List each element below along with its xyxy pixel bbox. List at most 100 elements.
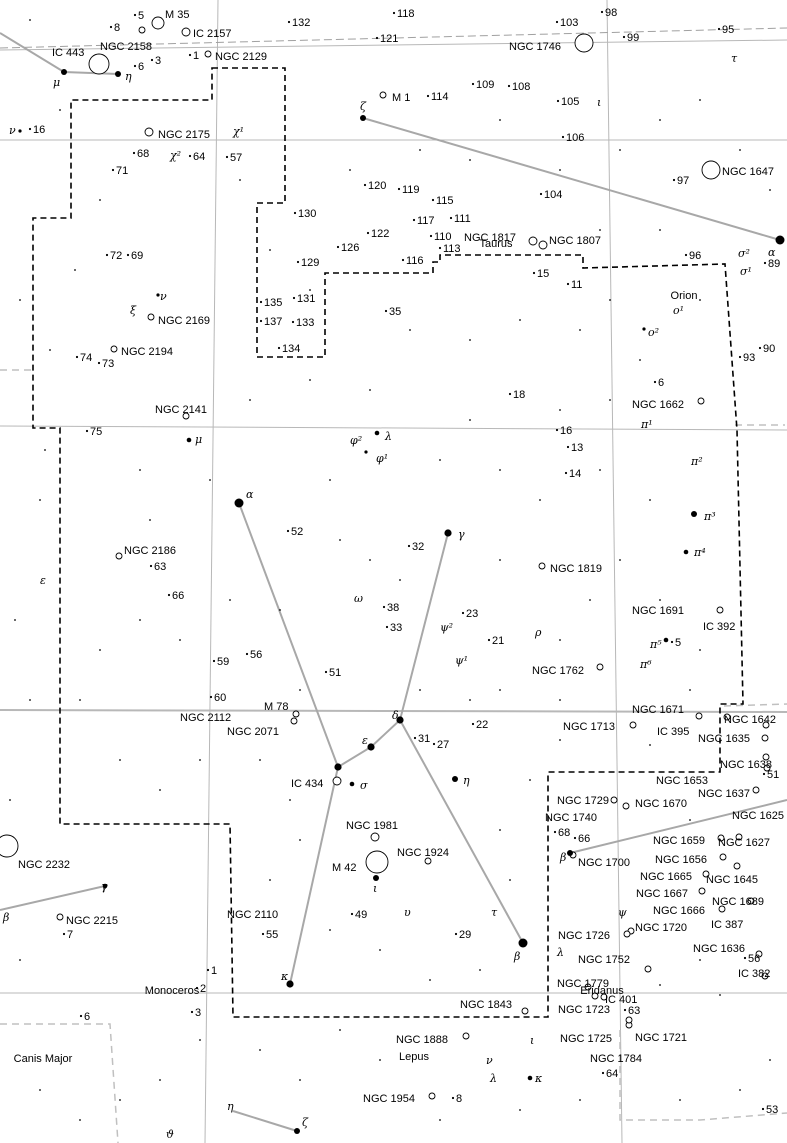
dso-marker bbox=[56, 913, 64, 921]
dso-label: IC 387 bbox=[711, 919, 743, 931]
star-number-label: 133 bbox=[296, 317, 314, 329]
star-number-label: 1 bbox=[193, 50, 199, 62]
star-marker bbox=[97, 361, 101, 365]
star-marker bbox=[349, 781, 355, 787]
star-number-label: 16 bbox=[33, 124, 45, 136]
star-number-label: 16 bbox=[560, 425, 572, 437]
dso-label: NGC 1713 bbox=[563, 721, 615, 733]
field-star bbox=[229, 599, 231, 601]
field-star bbox=[99, 199, 101, 201]
dso-label: NGC 1665 bbox=[640, 871, 692, 883]
star-marker bbox=[85, 429, 89, 433]
dso-marker bbox=[763, 764, 771, 772]
dso-marker bbox=[151, 16, 165, 30]
star-marker bbox=[28, 127, 32, 131]
field-star bbox=[139, 469, 141, 471]
star-marker bbox=[156, 293, 160, 297]
dso-label: NGC 1762 bbox=[532, 665, 584, 677]
star-number-label: 6 bbox=[138, 61, 144, 73]
dso-label: NGC 1637 bbox=[698, 788, 750, 800]
star-marker bbox=[566, 282, 570, 286]
star-label: η bbox=[227, 1100, 234, 1113]
field-star bbox=[659, 119, 661, 121]
star-label: ζ bbox=[302, 1116, 309, 1129]
star-number-label: 8 bbox=[456, 1093, 462, 1105]
dso-label: IC 434 bbox=[291, 778, 323, 790]
dso-label: NGC 2215 bbox=[66, 915, 118, 927]
star-number-label: 3 bbox=[155, 55, 161, 67]
stars bbox=[9, 10, 785, 1134]
star-number-label: 111 bbox=[454, 213, 471, 225]
star-marker bbox=[375, 36, 379, 40]
star-number-label: 59 bbox=[217, 656, 229, 668]
field-star bbox=[499, 469, 501, 471]
star-marker bbox=[553, 830, 557, 834]
dso-label: NGC 1843 bbox=[460, 999, 512, 1011]
dso-label: NGC 1662 bbox=[632, 399, 684, 411]
star-marker bbox=[259, 300, 263, 304]
star-label: β bbox=[513, 950, 520, 963]
dso-label: NGC 1779 bbox=[557, 978, 609, 990]
star-label: ψ bbox=[618, 906, 627, 919]
star-number-label: 53 bbox=[766, 1104, 778, 1116]
field-star bbox=[649, 744, 651, 746]
star-marker bbox=[487, 638, 491, 642]
dso-marker bbox=[428, 1092, 436, 1100]
star-label: γ bbox=[458, 528, 465, 541]
star-marker bbox=[527, 1075, 533, 1081]
star-number-label: 90 bbox=[763, 343, 775, 355]
field-star bbox=[29, 699, 31, 701]
star-number-label: 21 bbox=[492, 635, 504, 647]
dso-label: NGC 1817 bbox=[464, 232, 516, 244]
field-star bbox=[739, 1089, 741, 1091]
star-marker bbox=[286, 980, 294, 988]
dso-marker bbox=[144, 127, 154, 137]
star-marker bbox=[367, 743, 375, 751]
star-number-label: 3 bbox=[195, 1007, 201, 1019]
field-star bbox=[369, 559, 371, 561]
star-number-label: 1 bbox=[211, 965, 217, 977]
star-label: ι bbox=[530, 1034, 534, 1047]
field-star bbox=[589, 599, 591, 601]
dso-label: NGC 1700 bbox=[578, 857, 630, 869]
dso-marker bbox=[695, 712, 703, 720]
taurus-line bbox=[362, 117, 781, 241]
dso-label: NGC 2169 bbox=[158, 315, 210, 327]
field-star bbox=[239, 179, 241, 181]
star-marker bbox=[449, 216, 453, 220]
dso-marker bbox=[723, 713, 731, 721]
star-number-label: 116 bbox=[406, 255, 424, 267]
dso-label: NGC 1689 bbox=[712, 896, 764, 908]
orion-boundary bbox=[32, 67, 744, 1018]
field-star bbox=[299, 689, 301, 691]
dso-label: NGC 2112 bbox=[180, 712, 231, 724]
star-label: χ¹ bbox=[232, 125, 244, 138]
star-marker bbox=[195, 986, 199, 990]
star-number-label: 129 bbox=[301, 257, 319, 269]
field-star bbox=[499, 119, 501, 121]
dso-label: NGC 2129 bbox=[215, 51, 267, 63]
star-marker bbox=[653, 380, 657, 384]
star-marker bbox=[691, 511, 697, 517]
grid-line bbox=[0, 425, 787, 431]
star-marker bbox=[277, 346, 281, 350]
dso-label: NGC 1752 bbox=[578, 954, 630, 966]
field-star bbox=[559, 699, 561, 701]
star-marker bbox=[413, 736, 417, 740]
field-star bbox=[269, 879, 271, 881]
star-marker bbox=[738, 355, 742, 359]
dso-marker bbox=[747, 897, 755, 905]
star-number-label: 130 bbox=[298, 208, 316, 220]
field-star bbox=[59, 109, 61, 111]
dso-label: NGC 1726 bbox=[558, 930, 610, 942]
star-number-label: 13 bbox=[571, 442, 583, 454]
dso-label: NGC 2158 bbox=[100, 41, 152, 53]
star-label: δ bbox=[392, 709, 399, 722]
field-star bbox=[509, 879, 511, 881]
constellation-name: Monoceros bbox=[145, 985, 200, 997]
field-star bbox=[559, 639, 561, 641]
star-number-label: 60 bbox=[214, 692, 226, 704]
star-marker bbox=[294, 1128, 300, 1134]
star-marker bbox=[444, 529, 452, 537]
